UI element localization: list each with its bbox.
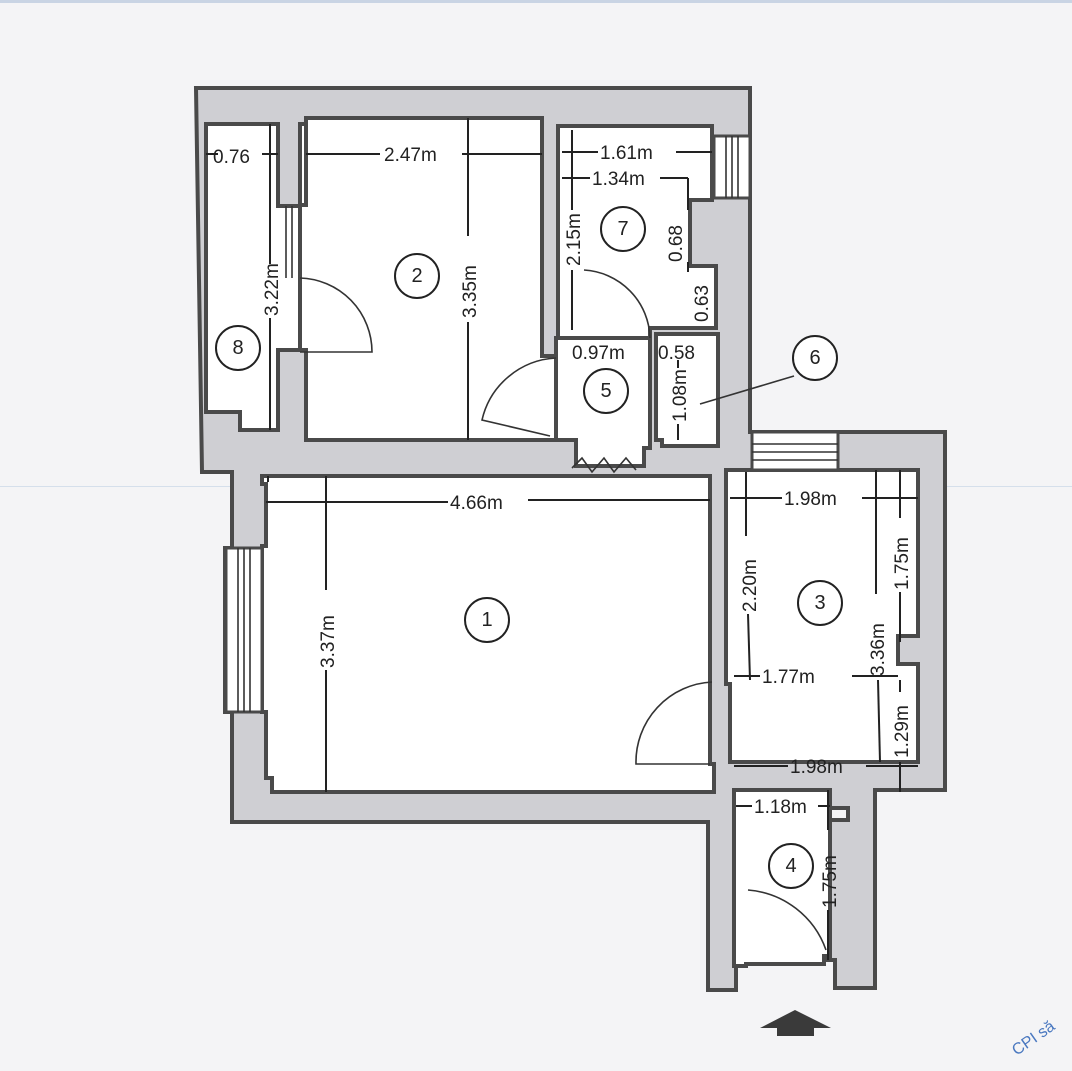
svg-text:8: 8 xyxy=(232,337,243,359)
dim-r4-width: 1.18m xyxy=(754,797,807,818)
door-room2 xyxy=(299,277,373,353)
dim-r7-height: 2.15m xyxy=(564,213,585,266)
svg-text:5: 5 xyxy=(600,380,611,402)
entrance-arrow-icon xyxy=(760,1010,831,1036)
room-number-7: 7 xyxy=(600,206,646,252)
dim-r7-width1: 1.61m xyxy=(600,143,653,164)
svg-text:4: 4 xyxy=(785,855,796,877)
room-number-4: 4 xyxy=(768,843,814,889)
room-number-6: 6 xyxy=(792,335,838,381)
dim-r3-top: 1.98m xyxy=(784,489,837,510)
window-room3-top xyxy=(750,430,840,472)
room-number-3: 3 xyxy=(797,580,843,626)
sliding-door xyxy=(571,456,637,474)
door-room5 xyxy=(481,357,557,437)
svg-text:7: 7 xyxy=(617,218,628,240)
room-number-2: 2 xyxy=(394,253,440,299)
dim-r7-n2: 0.63 xyxy=(692,285,713,322)
dim-r8-width: 0.76 xyxy=(213,147,250,168)
svg-text:2: 2 xyxy=(411,265,422,287)
svg-text:1: 1 xyxy=(481,609,492,631)
svg-text:3: 3 xyxy=(814,592,825,614)
door-room7 xyxy=(583,269,651,339)
dim-r3-mid: 1.77m xyxy=(762,667,815,688)
window-left xyxy=(224,546,264,714)
dim-r3-bottom: 1.98m xyxy=(790,757,843,778)
window-top-right xyxy=(712,134,752,200)
dim-r1-height: 3.37m xyxy=(318,615,339,668)
dim-r3-left: 2.20m xyxy=(740,559,761,612)
dim-r3-total: 3.36m xyxy=(868,623,889,676)
dim-r6-height: 1.08m xyxy=(670,369,691,422)
room-number-5: 5 xyxy=(583,368,629,414)
room-number-1: 1 xyxy=(464,597,510,643)
dim-r3-right-top: 1.75m xyxy=(892,537,913,590)
door-room1 xyxy=(635,681,713,765)
window-room8 xyxy=(285,206,293,278)
dim-r7-n1: 0.68 xyxy=(666,225,687,262)
room-number-8: 8 xyxy=(215,325,261,371)
dim-r2-height: 3.35m xyxy=(460,265,481,318)
dim-r2-width: 2.47m xyxy=(384,145,437,166)
dim-r8-height: 3.22m xyxy=(262,263,283,316)
dim-r3-right-bot: 1.29m xyxy=(892,705,913,758)
door-room4 xyxy=(747,889,827,951)
dim-r4-height: 1.75m xyxy=(820,855,841,908)
dimension-lines xyxy=(206,118,918,960)
dim-r5-width: 0.97m xyxy=(572,343,625,364)
dim-r1-width: 4.66m xyxy=(450,493,503,514)
dim-r7-width2: 1.34m xyxy=(592,169,645,190)
svg-text:6: 6 xyxy=(809,347,820,369)
room-6 xyxy=(654,332,720,448)
dim-r6-width: 0.58 xyxy=(658,343,695,364)
page-top-edge xyxy=(0,0,1072,3)
